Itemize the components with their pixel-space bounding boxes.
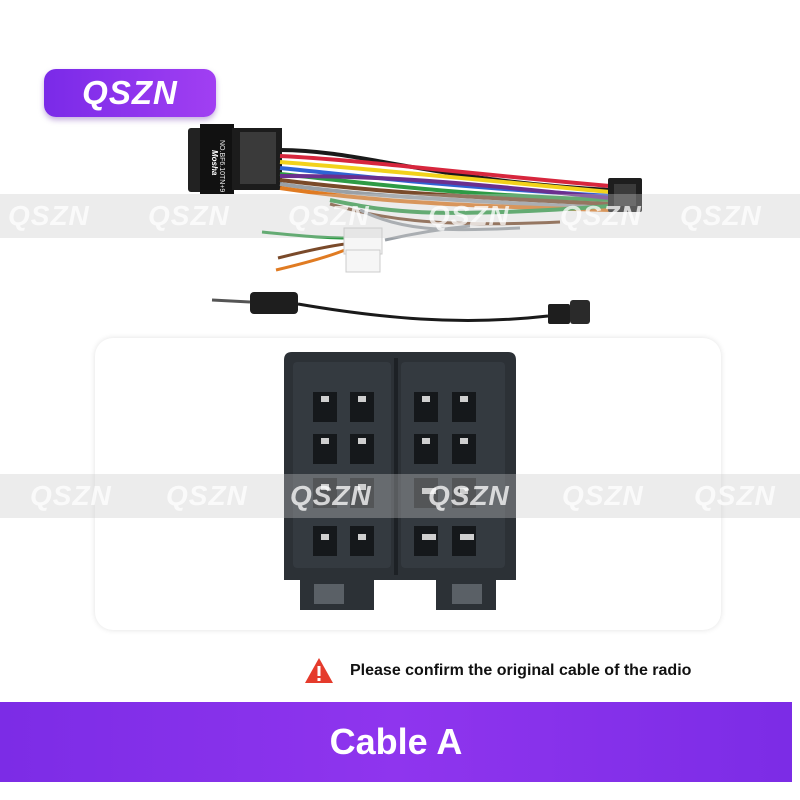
loose-wires — [261, 224, 471, 272]
brand-logo: QSZN — [44, 69, 216, 117]
watermark-band: QSZN QSZN QSZN QSZN QSZN QSZN — [0, 194, 800, 238]
harness-tail-connector — [608, 178, 642, 212]
connector-latch — [314, 584, 344, 604]
watermark-text: QSZN — [288, 200, 370, 231]
antenna-cable — [211, 292, 590, 324]
warning-notice: Please confirm the original cable of the… — [304, 656, 691, 686]
harness-label-brand: Mosha — [210, 150, 219, 176]
watermark-band: QSZN QSZN QSZN QSZN QSZN QSZN — [0, 474, 800, 518]
watermark-text: QSZN — [694, 480, 776, 511]
warning-text: Please confirm the original cable of the… — [350, 662, 692, 679]
cable-title: Cable A — [329, 721, 463, 762]
cable-title-banner: Cable A — [0, 702, 792, 782]
connector-latch — [452, 584, 482, 604]
wire-tag — [345, 249, 381, 273]
watermark-text: QSZN — [148, 200, 230, 231]
watermark-text: QSZN — [560, 200, 642, 231]
watermark-text: QSZN — [290, 480, 372, 511]
watermark-text: QSZN — [30, 480, 112, 511]
watermark-text: QSZN — [166, 480, 248, 511]
harness-wires — [279, 148, 611, 232]
watermark-text: QSZN — [562, 480, 644, 511]
watermark-text: QSZN — [680, 200, 762, 231]
watermark-text: QSZN — [8, 200, 90, 231]
warning-triangle-icon — [305, 658, 333, 683]
watermark-text: QSZN — [428, 200, 510, 231]
harness-label-code: NO.BF6.10TN+9 — [218, 140, 225, 192]
connector-pin-contacts — [321, 396, 474, 540]
harness-head-connector — [188, 124, 282, 194]
watermark-text: QSZN — [428, 480, 510, 511]
